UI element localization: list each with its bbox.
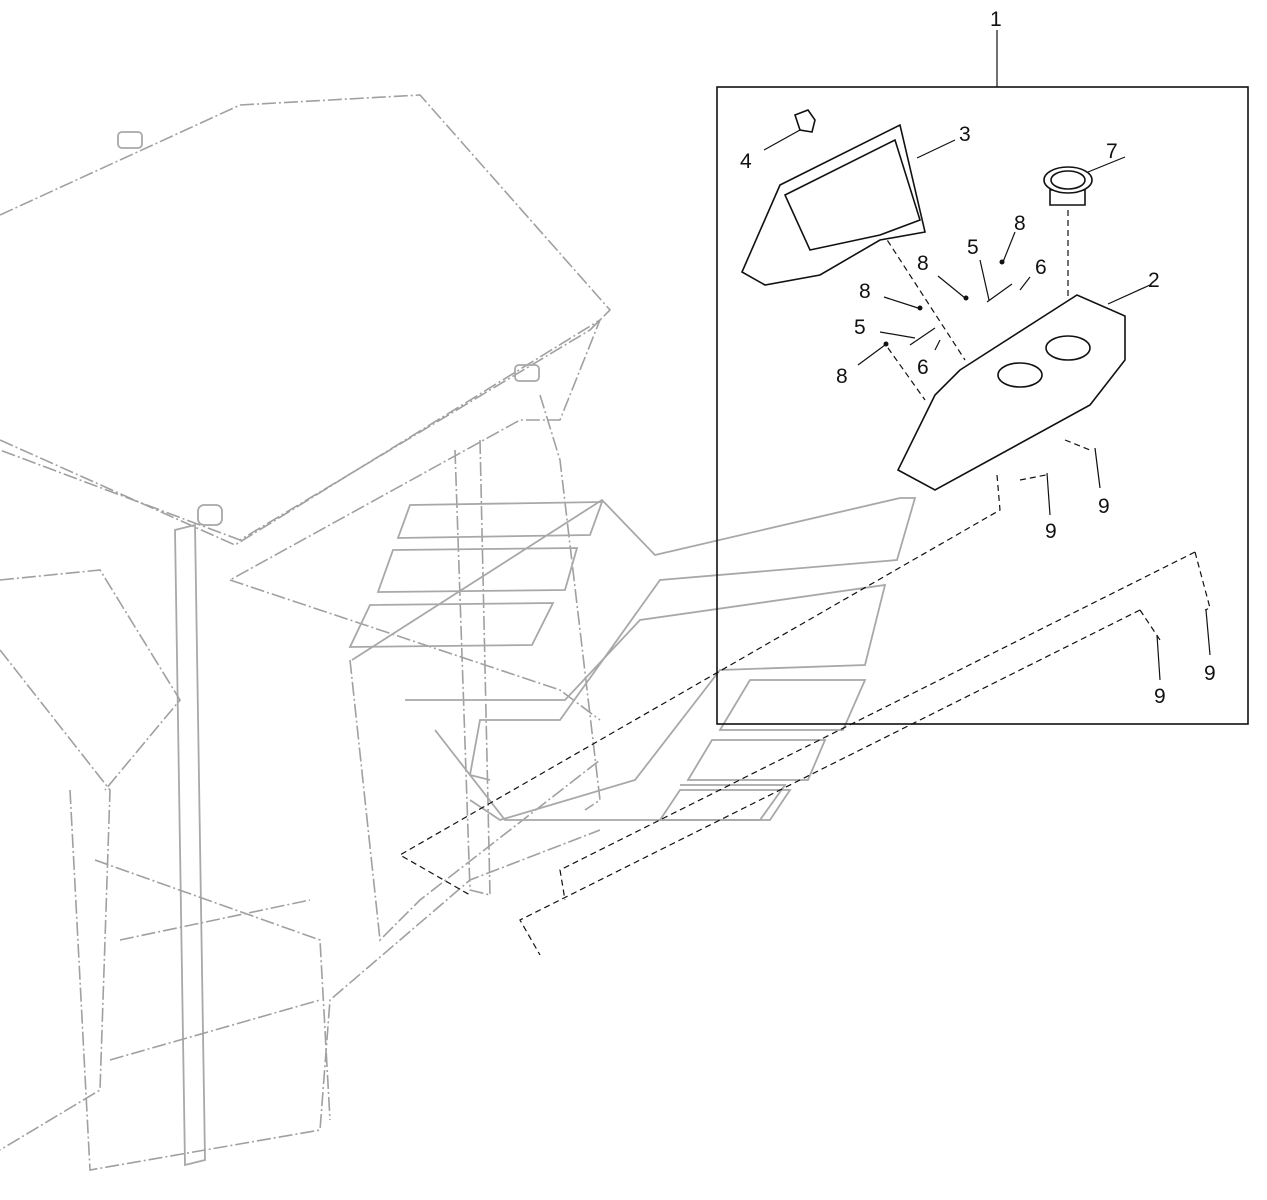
detail-box — [716, 86, 1249, 725]
callout-8-d: 8 — [836, 365, 848, 388]
callout-1: 1 — [990, 8, 1002, 31]
callout-8-c: 8 — [859, 280, 871, 303]
part-7-cup-insert — [1043, 166, 1093, 206]
callout-8-a: 8 — [1014, 212, 1026, 235]
callout-8-b: 8 — [917, 252, 929, 275]
part-4-clip — [793, 109, 816, 133]
callout-5-upper: 5 — [967, 236, 979, 259]
leader-lines — [763, 30, 1211, 681]
callout-6-lower: 6 — [917, 356, 929, 379]
callout-9-a: 9 — [1098, 495, 1110, 518]
callout-9-d: 9 — [1154, 685, 1166, 708]
callout-3: 3 — [959, 123, 971, 146]
callout-9-c: 9 — [1204, 662, 1216, 685]
part-2-console — [896, 294, 1126, 491]
callout-2: 2 — [1148, 269, 1160, 292]
cab-frame-background — [0, 94, 917, 1171]
callout-7: 7 — [1106, 140, 1118, 163]
callout-4: 4 — [740, 150, 752, 173]
callout-6-upper: 6 — [1035, 256, 1047, 279]
callout-5-lower: 5 — [854, 316, 866, 339]
callout-9-b: 9 — [1045, 520, 1057, 543]
callout-labels: 1 2 3 4 5 5 6 6 7 8 8 8 8 9 9 9 9 — [740, 8, 1216, 708]
part-3-storage-tray — [740, 123, 926, 286]
